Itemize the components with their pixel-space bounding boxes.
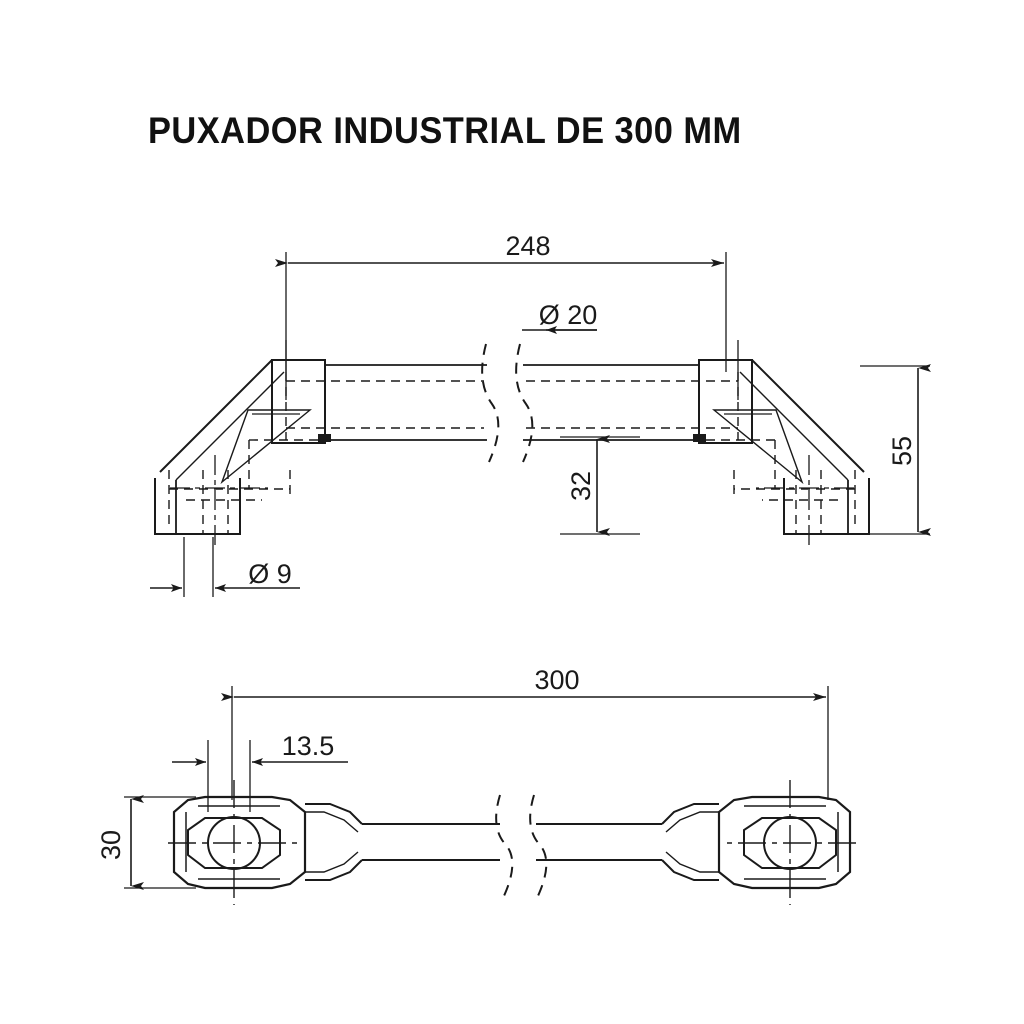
- right-transition-top-inner: [665, 811, 719, 833]
- left-chamfer-face: [220, 409, 312, 485]
- left-elbow-block: [271, 359, 326, 444]
- dimension-label-248: 248: [505, 231, 550, 261]
- left-foot-block: [154, 478, 241, 535]
- left-transition-bottom-inner: [305, 851, 359, 873]
- left-bracket: [154, 340, 326, 548]
- right-hole-centerlines: [722, 780, 856, 905]
- right-leg-outer-edge: [751, 359, 865, 473]
- left-transition-bottom: [305, 859, 363, 881]
- left-transition-top-inner: [305, 811, 359, 833]
- dimension-55: [860, 364, 931, 536]
- plan-right-pad: [661, 780, 856, 905]
- right-transition-top: [661, 803, 719, 825]
- front-break-lines: [481, 343, 534, 463]
- plan-left-pad: [168, 780, 363, 905]
- right-transition-bottom-inner: [665, 851, 719, 873]
- dimension-300: [221, 686, 829, 800]
- left-hole-centerlines: [168, 780, 302, 905]
- dimension-label-diameter-20: Ø 20: [539, 300, 598, 330]
- right-foot-block: [783, 478, 870, 535]
- dimension-13-5: [172, 740, 348, 812]
- dimension-diameter-9: [150, 537, 300, 597]
- right-leg-inner-edge: [739, 371, 849, 481]
- right-hidden-lines: [702, 372, 856, 534]
- bar-hidden-lines: [286, 380, 738, 429]
- right-transition-bottom: [661, 859, 719, 881]
- left-joint-tab: [318, 434, 331, 442]
- dimension-label-32: 32: [566, 471, 596, 501]
- right-joint-tab: [693, 434, 706, 442]
- dimension-label-55: 55: [887, 436, 917, 466]
- right-bracket: [698, 340, 870, 548]
- right-chamfer-face: [712, 409, 804, 485]
- left-boss: [187, 817, 281, 869]
- dimension-label-300: 300: [534, 665, 579, 695]
- plan-bar: [362, 794, 662, 899]
- page-title: PUXADOR INDUSTRIAL DE 300 MM: [148, 110, 742, 151]
- front-bar: [286, 343, 738, 463]
- left-hidden-lines: [168, 372, 322, 534]
- right-boss: [743, 817, 837, 869]
- dimension-label-30: 30: [96, 830, 126, 860]
- right-pad-outline: [717, 795, 852, 890]
- dimension-label-diameter-9: Ø 9: [248, 559, 292, 589]
- dimension-label-13-5: 13.5: [282, 731, 335, 761]
- left-leg-outer-edge: [159, 359, 273, 473]
- dimension-30: [124, 795, 196, 890]
- dimension-248: [275, 252, 727, 372]
- left-centerlines: [170, 340, 287, 548]
- left-leg-inner-edge: [175, 371, 285, 481]
- left-transition-top: [305, 803, 363, 825]
- right-centerlines: [737, 340, 854, 548]
- left-pad-outline: [172, 795, 307, 890]
- dimension-32: [560, 435, 640, 536]
- plan-break-lines: [495, 794, 548, 899]
- right-elbow-block: [698, 359, 753, 444]
